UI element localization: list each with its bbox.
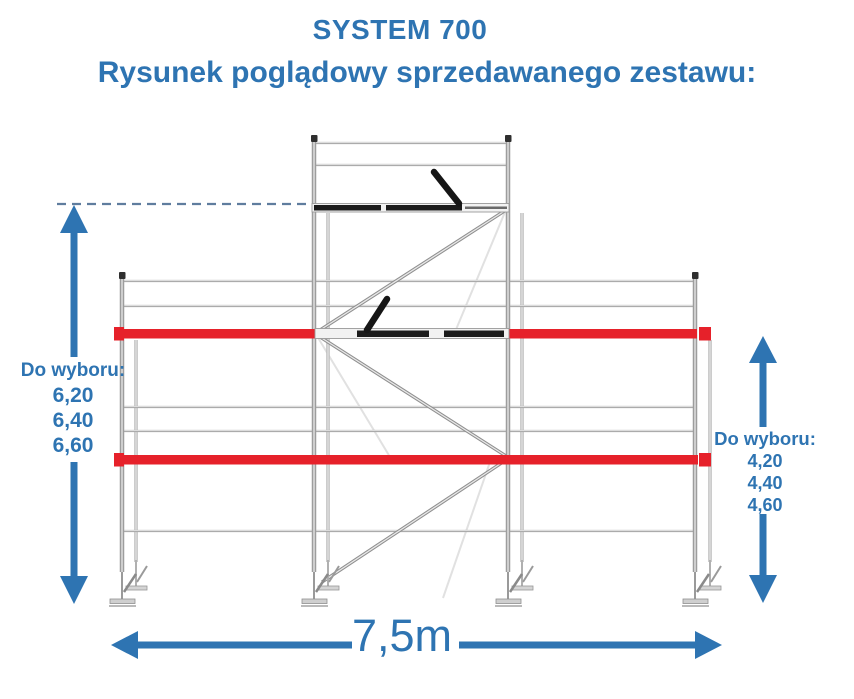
page-title: SYSTEM 700 [312, 14, 488, 45]
right-height-option: 4,40 [747, 473, 783, 493]
bottom-width-arrow [111, 631, 722, 659]
base-jack [682, 560, 722, 607]
left-height-option: 6,40 [52, 409, 94, 432]
mid-hatch-lid [363, 295, 391, 334]
left-height-option: 6,60 [52, 434, 94, 457]
right-height-option: 4,20 [747, 451, 783, 471]
rear-posts [134, 213, 712, 562]
diagonal-braces [316, 208, 507, 584]
guard-rails [122, 141, 695, 533]
toe-boards [114, 327, 711, 467]
left-height-option: 6,20 [52, 384, 94, 407]
top-platform [311, 168, 510, 213]
left-height-options: Do wyboru: 6,20 6,40 6,60 [8, 358, 138, 458]
front-posts [119, 135, 699, 572]
right-options-label: Do wyboru: [714, 428, 816, 449]
left-options-label: Do wyboru: [20, 360, 126, 381]
mid-platform [314, 295, 510, 339]
right-height-option: 4,60 [747, 495, 783, 515]
right-height-options: Do wyboru: 4,20 4,40 4,60 [711, 427, 819, 516]
base-jack [301, 560, 340, 607]
top-hatch-lid [430, 168, 463, 207]
post-caps [119, 135, 699, 279]
base-jack [495, 560, 534, 607]
base-jack [109, 560, 148, 607]
base-jacks [109, 560, 722, 607]
page-subtitle: Rysunek poglądowy sprzedawanego zestawu: [97, 56, 757, 89]
width-dimension-label: 7,5m [351, 610, 453, 661]
right-height-arrow [749, 336, 777, 603]
left-height-arrow [60, 205, 88, 604]
